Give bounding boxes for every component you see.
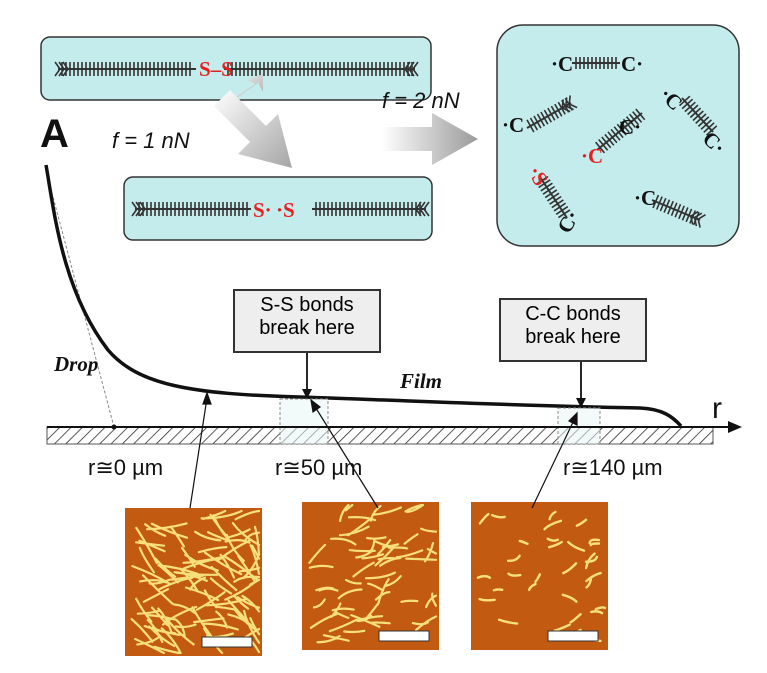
brush-segment <box>594 108 646 154</box>
afm-scale-bar <box>201 636 253 648</box>
afm-image-2 <box>302 502 439 650</box>
force-arrow-1nn <box>226 74 263 104</box>
position-label-0um: r≅0 µm <box>88 455 164 480</box>
ss-callout-line-2: break here <box>259 317 355 339</box>
ss-bond-label: S–S <box>199 57 233 81</box>
afm-image-3 <box>471 502 608 650</box>
ss-break-zone <box>279 398 329 445</box>
brush-segment <box>526 95 578 133</box>
afm-leader-lines <box>189 391 578 509</box>
brush-segment <box>535 175 571 219</box>
cc-fragment-left-label: ·C <box>551 52 573 76</box>
force-1nn-label: f = 1 nN <box>112 128 190 153</box>
drop-label: Drop <box>54 352 99 376</box>
drop-edge-marker <box>111 424 117 430</box>
afm-scale-bar <box>378 630 430 642</box>
drop-contact-dashed-line <box>47 177 115 428</box>
brush-segment <box>131 201 251 217</box>
force-2nn-label: f = 2 nN <box>382 88 460 113</box>
brush-segment <box>651 194 706 228</box>
film-label: Film <box>400 369 443 393</box>
ss-callout-pointer-head <box>302 389 312 399</box>
brush-backbones <box>54 57 718 228</box>
afm-images <box>125 502 608 656</box>
cc-callout-pointer-head <box>576 398 586 408</box>
position-label-50um: r≅50 µm <box>275 455 363 480</box>
ss-bonds-break-callout: S-S bonds break here <box>233 289 381 353</box>
cc-callout-line-1: C-C bonds <box>525 303 621 325</box>
r-axis-label: r <box>712 392 722 425</box>
brush-segment <box>572 57 620 69</box>
c-fragment-label-1: ·C <box>502 113 524 137</box>
r-axis-arrowhead <box>728 421 742 433</box>
c-fragment-label-2: C· <box>619 115 641 139</box>
film-thickness-profile <box>44 164 683 428</box>
position-label-140um: r≅140 µm <box>563 455 663 480</box>
cleaved-ss-molecule-box <box>123 176 433 241</box>
c-fragment-label-5: ·C <box>634 186 656 210</box>
s-radical-left-label: S· <box>253 198 272 222</box>
afm-image-1 <box>125 508 262 656</box>
force-arrow-2nn <box>382 113 478 165</box>
ss-callout-line-1: S-S bonds <box>260 294 354 316</box>
panel-letter: A <box>40 112 69 156</box>
substrate <box>46 426 714 445</box>
brush-segment <box>224 61 419 77</box>
brush-segment <box>312 201 430 217</box>
s-radical-right-label: ·S <box>276 198 295 222</box>
brush-segment <box>678 95 718 136</box>
cc-bonds-break-callout: C-C bonds break here <box>499 298 647 362</box>
s-fragment-label-1: ·C <box>581 144 603 168</box>
cc-fragment-right-label: C· <box>621 52 643 76</box>
brush-segment <box>54 61 196 77</box>
fragments-box <box>496 24 740 247</box>
force-arrow-1nn-shape <box>214 90 292 168</box>
afm-scale-bar <box>547 630 599 642</box>
cc-callout-line-2: break here <box>525 326 621 348</box>
